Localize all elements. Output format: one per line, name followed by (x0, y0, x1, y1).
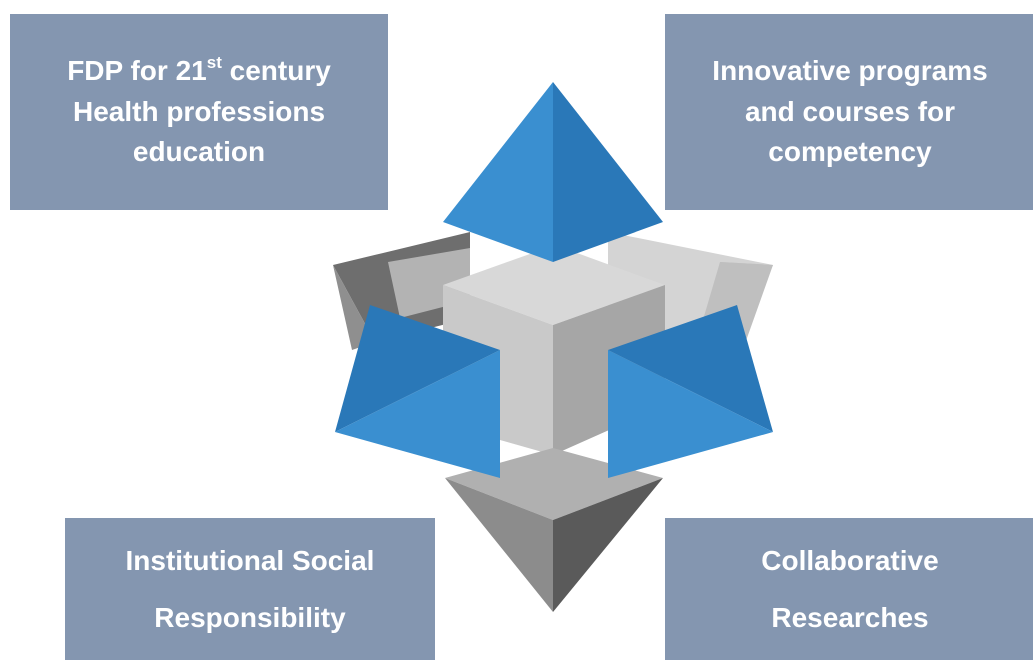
right-pyramid-top-face (608, 305, 773, 432)
bottom-pyramid-right-face (553, 478, 663, 612)
label-box-innovative-programs: Innovative programs and courses for comp… (665, 14, 1033, 210)
right-pyramid-front-face (608, 350, 773, 478)
collaborative-line-1: Collaborative (761, 544, 939, 576)
left-pyramid-top-face (335, 305, 500, 432)
fdp-line-3: education (132, 136, 266, 168)
left-pyramid-front-face (335, 350, 500, 478)
label-box-collaborative-researches: Collaborative Researches (665, 518, 1033, 660)
social-line-2: Responsibility (154, 602, 346, 633)
fdp-line-1-prefix: FDP for 21 (67, 55, 207, 87)
fdp-line-1-suffix: century (221, 55, 331, 87)
fdp-line-1-superscript: st (206, 52, 222, 72)
innovative-line-3: competency (768, 136, 932, 168)
social-line-1: Institutional Social (125, 544, 375, 576)
fdp-line-2: Health professions (72, 95, 326, 127)
bottom-pyramid-left-face (445, 478, 553, 612)
collaborative-line-2: Researches (771, 602, 929, 633)
label-box-social-responsibility: Institutional Social Responsibility (65, 518, 435, 660)
top-pyramid-left-face (443, 82, 553, 262)
fdp-line-1: FDP for 21st century (67, 51, 331, 92)
innovative-line-1: Innovative programs (712, 55, 988, 87)
top-pyramid-right-face (553, 82, 663, 262)
label-box-fdp: FDP for 21st century Health professions … (10, 14, 388, 210)
innovative-line-2: and courses for (744, 95, 956, 127)
cube-top-face (443, 245, 665, 325)
